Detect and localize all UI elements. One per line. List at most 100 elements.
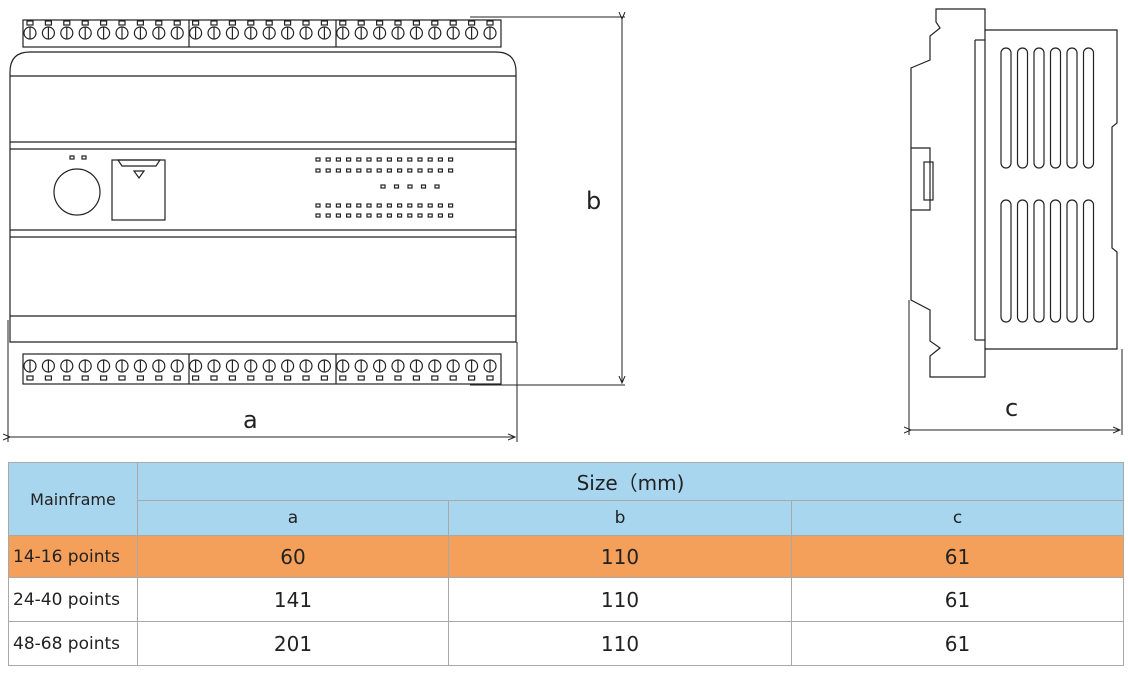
- terminal-screw: [336, 359, 350, 381]
- led: [325, 168, 331, 173]
- led: [407, 157, 413, 162]
- cell-c: 61: [790, 621, 1125, 666]
- mainframe-header: Mainframe: [8, 462, 138, 536]
- terminal-screw: [373, 20, 387, 40]
- led: [325, 157, 331, 162]
- led: [407, 184, 413, 189]
- led: [366, 213, 372, 218]
- dimension-label-a: a: [243, 406, 258, 434]
- led: [407, 213, 413, 218]
- led: [315, 203, 321, 208]
- led: [448, 213, 454, 218]
- led: [427, 203, 433, 208]
- size-header: Size（mm): [136, 462, 1125, 501]
- terminal-screw: [189, 359, 203, 381]
- vent-slot: [1082, 47, 1095, 169]
- terminal-screw: [409, 359, 423, 381]
- led: [393, 184, 400, 189]
- dimension-a: [8, 320, 518, 442]
- vent-slot: [1016, 47, 1029, 169]
- terminal-screw: [373, 359, 387, 381]
- led: [448, 168, 454, 173]
- terminal-screw: [41, 20, 56, 40]
- terminal-screw: [244, 20, 258, 40]
- terminal-screw: [96, 359, 111, 381]
- terminal-screw: [354, 359, 368, 381]
- terminal-screw: [299, 20, 313, 40]
- column-header-c: c: [790, 500, 1125, 536]
- terminal-screw: [23, 20, 37, 40]
- terminal-screw: [133, 359, 147, 381]
- column-header-a: a: [137, 500, 449, 536]
- led: [417, 203, 423, 208]
- bottom-terminal-strip: [22, 353, 502, 385]
- terminal-screw: [225, 20, 239, 40]
- led: [386, 168, 392, 173]
- led: [420, 184, 427, 189]
- dimension-drawing: b a c: [0, 8, 1123, 442]
- terminal-screw: [225, 359, 239, 381]
- led: [366, 157, 372, 162]
- terminal-screw: [465, 359, 479, 381]
- led: [448, 203, 454, 208]
- terminal-screw: [23, 359, 37, 381]
- vent-slot: [1066, 47, 1078, 169]
- side-view: [910, 8, 1118, 378]
- led: [437, 168, 443, 173]
- led: [325, 213, 331, 218]
- terminal-screw: [391, 359, 405, 381]
- led: [417, 213, 423, 218]
- row-label: 14-16 points: [8, 535, 138, 578]
- terminal-screw: [483, 359, 497, 381]
- terminal-screw: [446, 359, 460, 381]
- vent-slots-top: [1000, 47, 1095, 169]
- terminal-screw: [115, 359, 129, 381]
- dimension-b: [470, 17, 625, 386]
- led: [346, 203, 352, 208]
- led: [417, 157, 423, 162]
- terminal-screw: [115, 20, 129, 40]
- terminal-screw: [281, 359, 295, 381]
- vent-slot: [1049, 199, 1062, 323]
- row-label: 48-68 points: [8, 621, 138, 666]
- terminal-screw: [317, 20, 331, 40]
- size-table: Mainframe Size（mm) a b c 14-16 points 60…: [8, 462, 1125, 666]
- led: [335, 157, 341, 162]
- terminal-screw: [78, 359, 92, 381]
- led: [356, 203, 362, 208]
- cell-c: 61: [790, 535, 1125, 578]
- led: [386, 157, 392, 162]
- terminal-screw: [336, 20, 350, 40]
- led: [427, 213, 433, 218]
- terminal-screw: [428, 20, 442, 40]
- led: [356, 157, 362, 162]
- vent-slot: [1000, 199, 1012, 323]
- led: [407, 203, 413, 208]
- led: [397, 203, 403, 208]
- table-row: 48-68 points 201 110 61: [8, 621, 1125, 666]
- cell-a: 141: [137, 577, 449, 622]
- led: [434, 184, 440, 189]
- terminal-screw: [78, 20, 92, 40]
- terminal-screw: [244, 359, 258, 381]
- led: [346, 168, 352, 173]
- cell-b: 110: [448, 577, 792, 622]
- led: [386, 203, 392, 208]
- led: [315, 168, 321, 173]
- vent-slot: [1066, 199, 1078, 323]
- terminal-screw: [428, 359, 442, 381]
- terminal-screw: [299, 359, 313, 381]
- led: [386, 213, 392, 218]
- led: [437, 157, 443, 162]
- vent-slot: [1082, 199, 1095, 323]
- terminal-screw: [152, 359, 166, 381]
- led: [325, 203, 331, 208]
- table-row: 24-40 points 141 110 61: [8, 577, 1125, 622]
- vent-slot: [1033, 199, 1045, 323]
- run-switch-knob: [53, 168, 101, 216]
- terminal-screw: [41, 359, 56, 381]
- main-body: [9, 51, 517, 343]
- terminal-screw: [409, 20, 423, 40]
- column-header-b: b: [448, 500, 792, 536]
- led: [315, 213, 321, 218]
